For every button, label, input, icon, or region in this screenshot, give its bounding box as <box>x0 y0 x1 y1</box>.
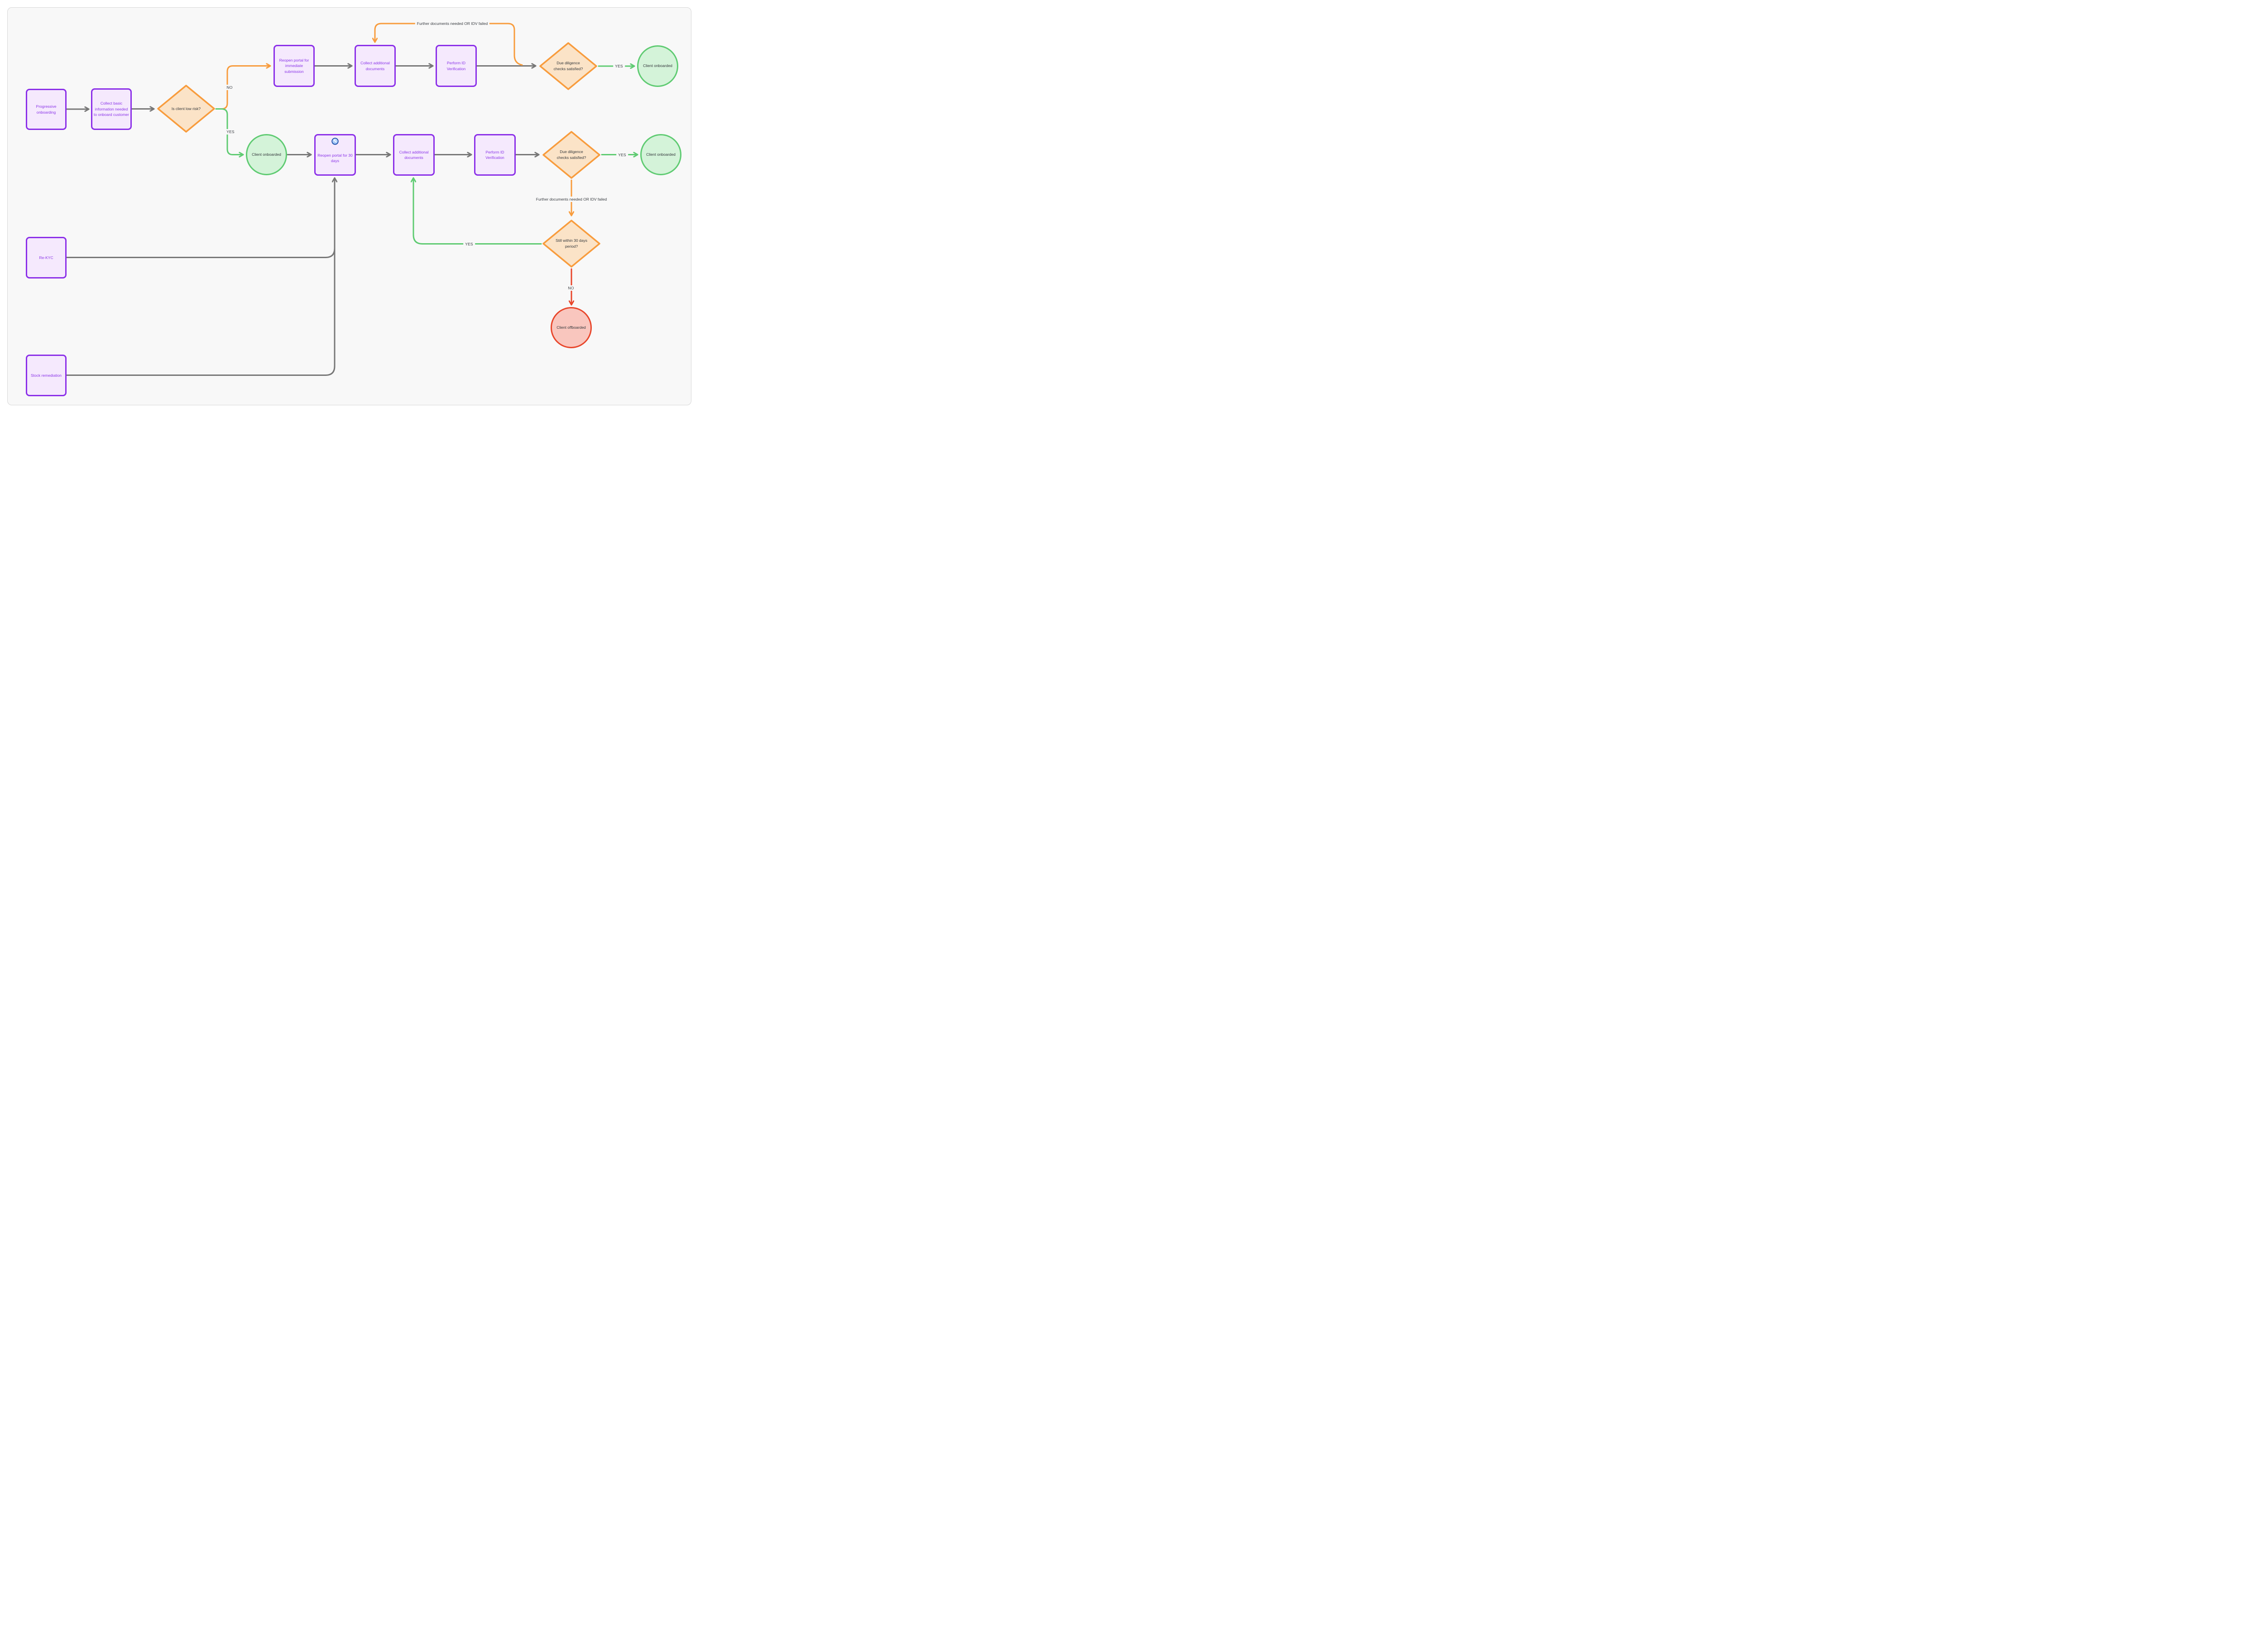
node-label: Collect additional documents <box>399 149 429 160</box>
node-label: Client onboarded <box>643 63 672 68</box>
node-progressive-onboarding[interactable]: Progressive onboarding <box>26 89 67 130</box>
node-due-diligence-checks-mid[interactable]: Due diligence checks satisfied? <box>542 130 601 180</box>
diamond-shape <box>542 131 600 179</box>
node-stock-remediation[interactable]: Stock remediation <box>26 355 67 396</box>
edge-stockremediation-to-reopen30 <box>66 178 335 376</box>
node-label: Due diligence checks satisfied? <box>553 61 583 71</box>
edge-stillwithin-yes <box>413 178 542 245</box>
node-reopen-portal-immediate[interactable]: Reopen portal for immediate submission <box>273 45 315 87</box>
clock-icon <box>331 138 339 147</box>
node-label: Stock remediation <box>30 373 62 378</box>
node-label: Due diligence checks satisfied? <box>556 149 586 160</box>
edge-label-further-docs-mid: Further documents needed OR IDV failed <box>534 197 609 202</box>
edge-label-due-diligence-mid-yes: YES <box>616 152 628 158</box>
node-collect-basic-info[interactable]: Collect basic information needed to onbo… <box>91 88 132 130</box>
node-label: Still within 30 days period? <box>556 238 587 249</box>
edge-label-low-risk-no: NO <box>225 85 235 90</box>
edge-label-still-within-yes: YES <box>463 241 475 247</box>
edge-label-low-risk-yes: YES <box>225 129 236 134</box>
node-label: Reopen portal for 30 days <box>317 153 353 163</box>
node-reopen-portal-30-days[interactable]: Reopen portal for 30 days <box>314 134 356 176</box>
edge-label-further-docs-top: Further documents needed OR IDV failed <box>415 21 490 26</box>
flowchart-canvas: Progressive onboarding Collect basic inf… <box>0 0 699 413</box>
node-client-offboarded[interactable]: Client offboarded <box>551 307 592 348</box>
node-is-client-low-risk[interactable]: Is client low risk? <box>156 84 216 134</box>
node-label: Client onboarded <box>252 152 281 157</box>
node-label: Client onboarded <box>646 152 676 157</box>
node-perform-id-verification-mid[interactable]: Perform ID Verification <box>474 134 516 176</box>
node-collect-additional-documents-top[interactable]: Collect additional documents <box>355 45 396 87</box>
diamond-shape <box>542 220 600 268</box>
node-client-onboarded-top[interactable]: Client onboarded <box>637 45 678 87</box>
node-label: Client offboarded <box>556 325 586 330</box>
edge-lowrisk-no <box>221 66 270 110</box>
diamond-shape <box>539 42 597 90</box>
node-label: Perform ID Verification <box>485 149 504 160</box>
node-label: Collect additional documents <box>360 61 390 71</box>
edge-label-still-within-no: NO <box>566 285 576 291</box>
node-due-diligence-checks-top[interactable]: Due diligence checks satisfied? <box>538 41 598 91</box>
node-label: Is client low risk? <box>171 106 201 111</box>
edge-duediligence-top-feedback <box>375 23 523 66</box>
edge-label-due-diligence-top-yes: YES <box>613 63 625 69</box>
node-collect-additional-documents-mid[interactable]: Collect additional documents <box>393 134 435 176</box>
node-label: Reopen portal for immediate submission <box>279 58 309 74</box>
node-label: Collect basic information needed to onbo… <box>94 101 129 117</box>
node-perform-id-verification-top[interactable]: Perform ID Verification <box>436 45 477 87</box>
node-label: Perform ID Verification <box>446 61 466 71</box>
node-still-within-30-days[interactable]: Still within 30 days period? <box>542 219 601 269</box>
diamond-shape <box>157 85 215 133</box>
node-client-onboarded-right[interactable]: Client onboarded <box>640 134 681 175</box>
node-client-onboarded-mid[interactable]: Client onboarded <box>246 134 287 175</box>
node-re-kyc[interactable]: Re-KYC <box>26 237 67 279</box>
node-label: Progressive onboarding <box>36 104 57 115</box>
node-label: Re-KYC <box>39 255 53 260</box>
